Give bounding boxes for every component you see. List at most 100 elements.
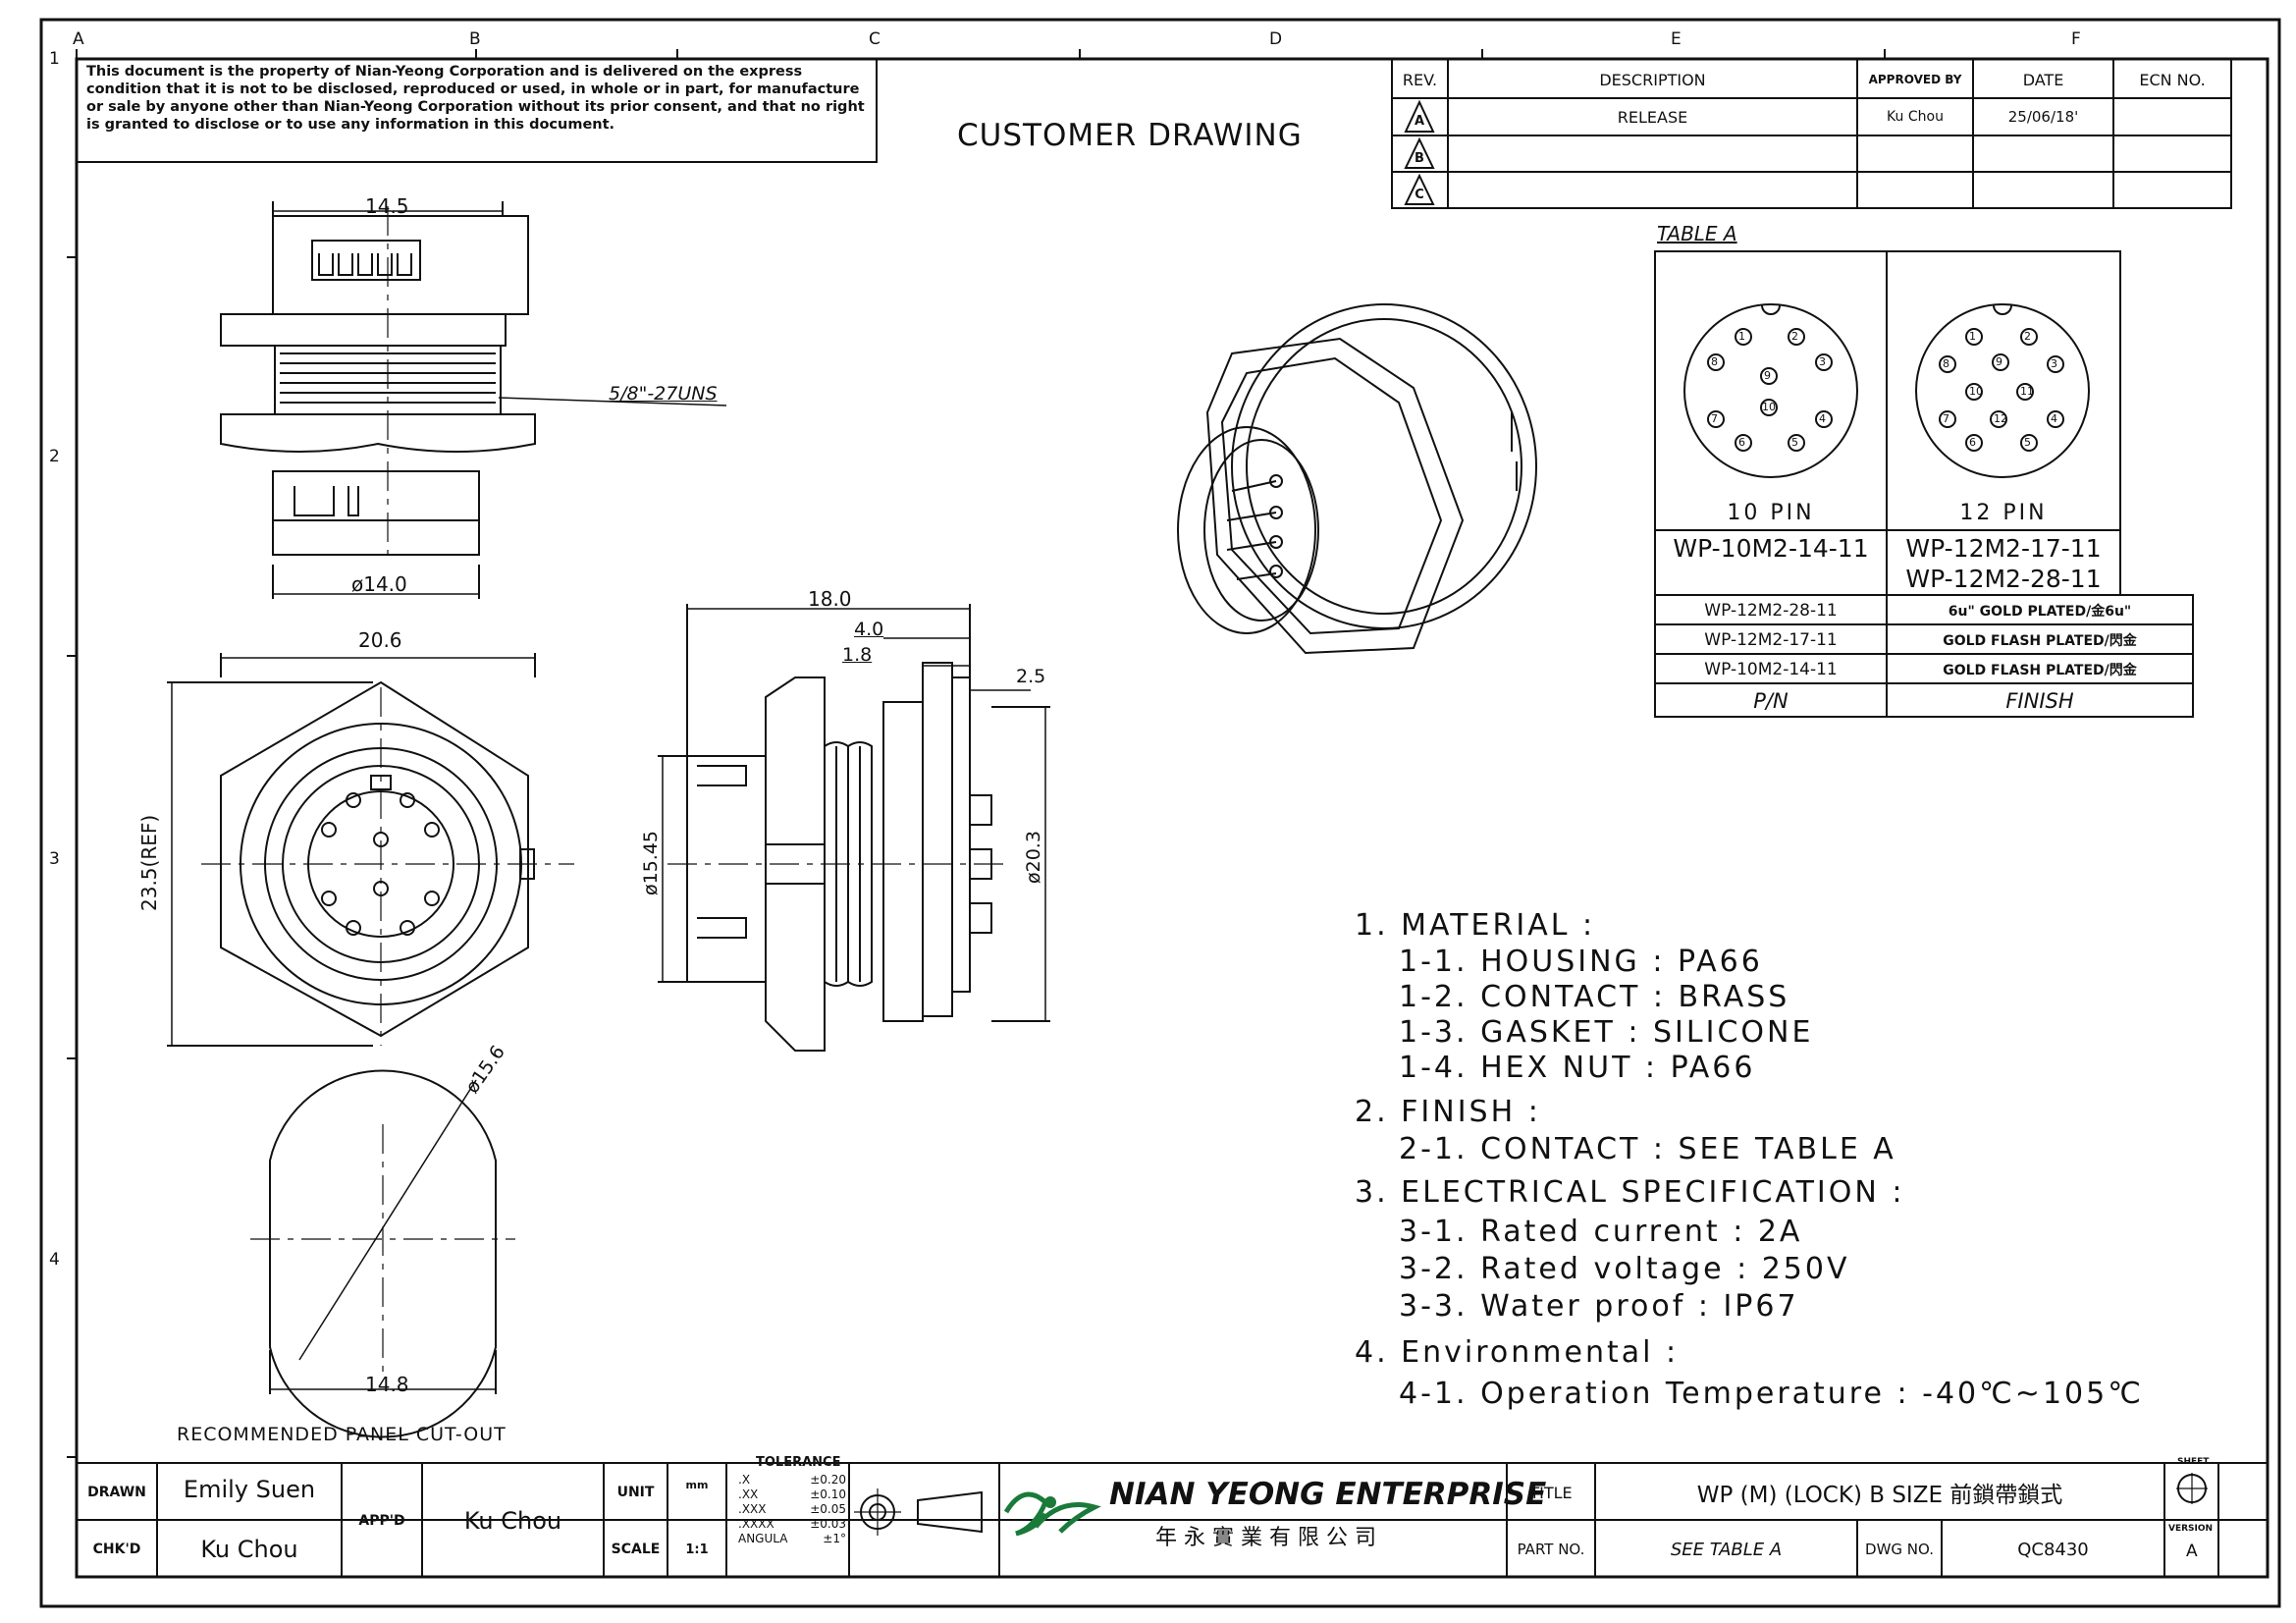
rev-a-date: 25/06/18'	[2007, 108, 2079, 126]
drawn-label: DRAWN	[87, 1485, 146, 1500]
tol-key-2: .XX	[738, 1488, 759, 1501]
tol-key-5: ANGULA	[738, 1532, 788, 1545]
top-view	[220, 201, 727, 599]
pin-contact	[1965, 328, 1983, 346]
cutout-label: RECOMMENDED PANEL CUT-OUT	[177, 1424, 507, 1445]
dim-side-4: 4.0	[854, 619, 884, 640]
tolerance-list: .X±0.20 .XX±0.10 .XXX±0.05 .XXXX±0.03 AN…	[738, 1473, 846, 1546]
note-2: 2. FINISH :	[1355, 1095, 1541, 1129]
company-name-zh: 年 永 實 業 有 限 公 司	[1155, 1526, 1376, 1550]
finish-row-3-pn: WP-10M2-14-11	[1704, 659, 1838, 679]
pin10-num-2: 2	[1791, 330, 1798, 343]
tol-key-4: .XXXX	[738, 1517, 774, 1531]
note-1: 1. MATERIAL :	[1355, 908, 1596, 943]
rev-b-symbol: B	[1415, 150, 1424, 166]
version-label: VERSION	[2168, 1524, 2214, 1534]
side-view	[658, 604, 1050, 1052]
front-view	[167, 653, 574, 1047]
zone-row-2: 2	[49, 447, 60, 466]
tol-val-5: ±1°	[823, 1532, 846, 1545]
pin12-num-3: 3	[2051, 357, 2057, 370]
pin-contact	[1965, 383, 1983, 401]
front-view-pins	[321, 792, 440, 936]
rev-header-ecn: ECN NO.	[2139, 70, 2206, 89]
pin-contact	[1992, 353, 2009, 371]
pin-contact	[1735, 434, 1752, 452]
partno-value: SEE TABLE A	[1670, 1539, 1783, 1560]
pin12-num-6: 6	[1969, 436, 1976, 449]
zone-ticks	[67, 49, 1886, 1458]
note-1-3: 1-3. GASKET : SILICONE	[1399, 1015, 1814, 1050]
note-3-2: 3-2. Rated voltage : 250V	[1399, 1252, 1850, 1286]
pn-10: WP-10M2-14-11	[1673, 533, 1869, 563]
pin-contact	[1707, 410, 1725, 428]
pin10-num-7: 7	[1711, 412, 1718, 425]
dwgno-label: DWG NO.	[1865, 1541, 1934, 1558]
pin-contact	[373, 881, 389, 896]
tol-key-3: .XXX	[738, 1502, 767, 1516]
rev-header-approved: APPROVED BY	[1868, 73, 1962, 86]
rev-a-symbol: A	[1414, 113, 1425, 129]
pin10-num-3: 3	[1819, 355, 1826, 368]
appd-label: APP'D	[358, 1513, 405, 1529]
col-pn-header: P/N	[1753, 688, 1789, 713]
scale-value: 1:1	[685, 1542, 709, 1557]
dim-side-2-5: 2.5	[1016, 666, 1046, 687]
pin12-num-11: 11	[2020, 385, 2034, 398]
pin10-num-8: 8	[1711, 355, 1718, 368]
tolerance-title: TOLERANCE	[756, 1455, 841, 1470]
title-block-grid	[77, 1462, 2268, 1577]
pin12-num-8: 8	[1943, 357, 1949, 370]
note-3: 3. ELECTRICAL SPECIFICATION :	[1355, 1175, 1905, 1210]
chkd-value: Ku Chou	[200, 1536, 298, 1563]
note-2-1: 2-1. CONTACT : SEE TABLE A	[1399, 1132, 1896, 1166]
company-logo	[1003, 1491, 1101, 1537]
dim-cutout-width: 14.8	[365, 1373, 409, 1396]
finish-row-1-finish: 6u" GOLD PLATED/金6u"	[1948, 603, 2132, 620]
pin12-num-1: 1	[1969, 330, 1976, 343]
note-1-4: 1-4. HEX NUT : PA66	[1399, 1051, 1756, 1085]
zone-row-1: 1	[49, 49, 60, 69]
pin-contact	[321, 822, 337, 838]
company-name-en: NIAN YEONG ENTERPRISE	[1109, 1477, 1547, 1512]
note-1-1: 1-1. HOUSING : PA66	[1399, 945, 1763, 979]
pin-contact	[1760, 399, 1778, 416]
zone-col-e: E	[1671, 29, 1682, 49]
pin10-num-10: 10	[1762, 401, 1776, 413]
tol-val-2: ±0.10	[810, 1488, 846, 1501]
drawn-value: Emily Suen	[183, 1476, 316, 1503]
note-4-1: 4-1. Operation Temperature : -40℃~105℃	[1399, 1377, 2144, 1411]
pin-contact	[1939, 355, 1956, 373]
pin-contact	[1735, 328, 1752, 346]
dim-top-width: 14.5	[365, 194, 409, 218]
dim-side-dia2: ø20.3	[1023, 831, 1044, 884]
rev-header-description: DESCRIPTION	[1599, 70, 1706, 89]
zone-col-f: F	[2071, 29, 2081, 49]
note-1-2: 1-2. CONTACT : BRASS	[1399, 980, 1790, 1014]
pin12-num-9: 9	[1996, 355, 2002, 368]
pin12-num-7: 7	[1943, 412, 1949, 425]
version-value: A	[2186, 1542, 2198, 1561]
unit-label: UNIT	[616, 1485, 655, 1500]
rev-a-approved: Ku Chou	[1887, 109, 1944, 125]
dim-side-dia1: ø15.45	[640, 830, 662, 895]
note-3-1: 3-1. Rated current : 2A	[1399, 1215, 1803, 1249]
pin-contact	[424, 891, 440, 906]
unit-value: mm	[685, 1478, 709, 1491]
pin-contact	[1990, 410, 2007, 428]
dim-side-1-8: 1.8	[842, 644, 873, 666]
zone-col-d: D	[1269, 29, 1283, 49]
pin-contact	[1707, 353, 1725, 371]
rev-header-rev: REV.	[1402, 70, 1438, 89]
zone-col-c: C	[869, 29, 881, 49]
finish-row-1-pn: WP-12M2-28-11	[1704, 600, 1838, 621]
pin-contact	[2016, 383, 2034, 401]
chkd-label: CHK'D	[92, 1542, 141, 1557]
pin-contact	[424, 822, 440, 838]
pin12-num-5: 5	[2024, 436, 2031, 449]
pin-contact	[2020, 328, 2038, 346]
confidentiality-notice: This document is the property of Nian-Ye…	[86, 64, 865, 133]
revision-table-grid	[1391, 58, 2232, 209]
tol-val-3: ±0.05	[810, 1502, 846, 1516]
